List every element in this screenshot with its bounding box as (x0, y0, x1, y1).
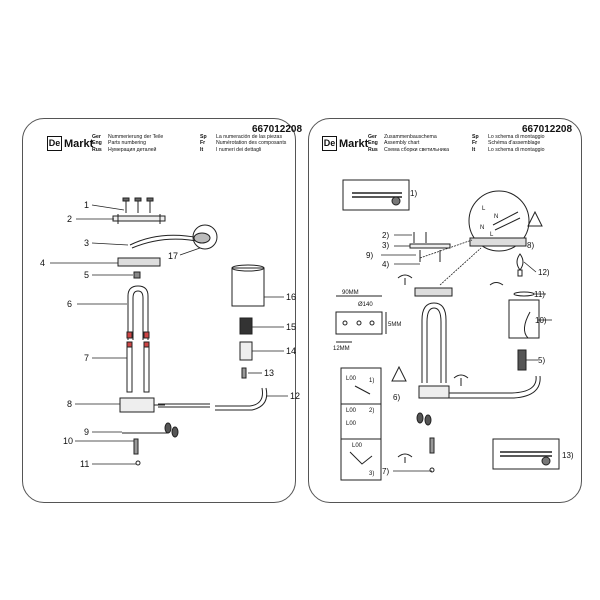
step-label-7: 7) (382, 467, 389, 476)
part-number-2: 2 (67, 214, 72, 224)
part-5-nut (133, 271, 141, 279)
wire-label-l-1: L (482, 206, 486, 212)
part-10-bolt (133, 438, 139, 455)
part-7-tubes (126, 341, 150, 393)
part-14-socket (239, 341, 253, 361)
part-number-17: 17 (168, 251, 178, 261)
part-number-12: 12 (290, 391, 300, 401)
assembled-lamp (414, 287, 541, 399)
wire-label-n-2: N (480, 225, 484, 231)
step-label-9: 9) (366, 251, 373, 260)
warning-triangle-2 (391, 365, 407, 382)
sub-step-2: 2) (369, 408, 374, 414)
article-code-right: 667012208 (522, 124, 573, 135)
step-2-3-bracket (409, 232, 451, 262)
part-17-detail (192, 224, 218, 250)
part-16-shade (231, 264, 265, 307)
brand-logo-right: De Markt (322, 136, 369, 151)
step-4-connectors (416, 412, 435, 454)
step-label-6: 6) (393, 393, 400, 402)
part-1-screws (122, 197, 154, 213)
turn-icon-2 (489, 282, 504, 286)
sub-step-3: 3) (369, 471, 374, 477)
part-6-arch (126, 285, 150, 340)
part-15-holder (239, 317, 253, 335)
dimension-diameter: Ø140 (358, 302, 373, 308)
part-4-canopy (117, 257, 161, 267)
wire-tag-4: L00 (352, 443, 363, 449)
step-10-shade (508, 299, 540, 339)
sub-step-1: 1) (369, 378, 374, 384)
step-6-wiring-panel (340, 367, 382, 481)
step-label-4: 4) (382, 260, 389, 269)
part-number-1: 1 (84, 200, 89, 210)
step-label-1: 1) (410, 189, 417, 198)
dimension-height: 12MM (333, 346, 350, 352)
wire-tag-2: L00 (346, 408, 357, 414)
brand-logo-box: De (47, 136, 62, 151)
turn-icon-1 (397, 274, 413, 285)
wire-tag-1: L00 (346, 376, 357, 382)
part-3-wires (129, 232, 211, 249)
step-label-2: 2) (382, 231, 389, 240)
step-12-bulb (516, 253, 524, 277)
wire-tag-3: L00 (346, 421, 357, 427)
wire-label-n-1: N (494, 214, 498, 220)
step-8-detail (468, 190, 530, 252)
part-12-arm (158, 387, 268, 411)
part-number-8: 8 (67, 399, 72, 409)
part-number-9: 9 (84, 427, 89, 437)
part-number-3: 3 (84, 238, 89, 248)
wire-label-l-2: L (490, 232, 494, 238)
step-1-panel (342, 179, 410, 211)
part-11-ring (135, 460, 141, 466)
step-label-5: 5) (538, 356, 545, 365)
step-5-socket (517, 349, 527, 371)
part-number-15: 15 (286, 322, 296, 332)
dimension-plate (335, 295, 387, 343)
part-number-11: 11 (80, 459, 89, 469)
part-number-16: 16 (286, 292, 296, 302)
part-13-nipple (241, 367, 247, 379)
brand-logo-word: Markt (64, 137, 94, 150)
brand-logo-left: De Markt (47, 136, 93, 151)
part-number-10: 10 (63, 436, 73, 446)
part-2-bracket (112, 214, 166, 224)
step-label-11: 11) (534, 290, 545, 299)
part-number-6: 6 (67, 299, 72, 309)
step-label-3: 3) (382, 241, 389, 250)
step-label-12: 12) (538, 268, 550, 277)
part-number-7: 7 (84, 353, 89, 363)
turn-icon-3 (397, 453, 413, 463)
part-number-13: 13 (264, 368, 274, 378)
step-7-ring (429, 467, 435, 473)
turn-icon-4 (453, 374, 469, 386)
parts-numbering-sheet (22, 118, 296, 503)
warning-triangle-1 (527, 210, 543, 227)
dimension-width: 90MM (342, 290, 359, 296)
part-number-4: 4 (40, 258, 45, 268)
step-11-ring (513, 291, 535, 297)
dimension-depth: 5MM (388, 322, 401, 328)
step-label-13: 13) (562, 451, 574, 460)
part-8-base (119, 397, 165, 413)
step-13-panel (492, 438, 560, 470)
step-label-8: 8) (527, 241, 534, 250)
part-number-5: 5 (84, 270, 89, 280)
part-9-connector (122, 422, 179, 438)
step-label-10: 10) (535, 316, 547, 325)
part-number-14: 14 (286, 346, 296, 356)
article-code-left: 667012208 (252, 124, 303, 135)
